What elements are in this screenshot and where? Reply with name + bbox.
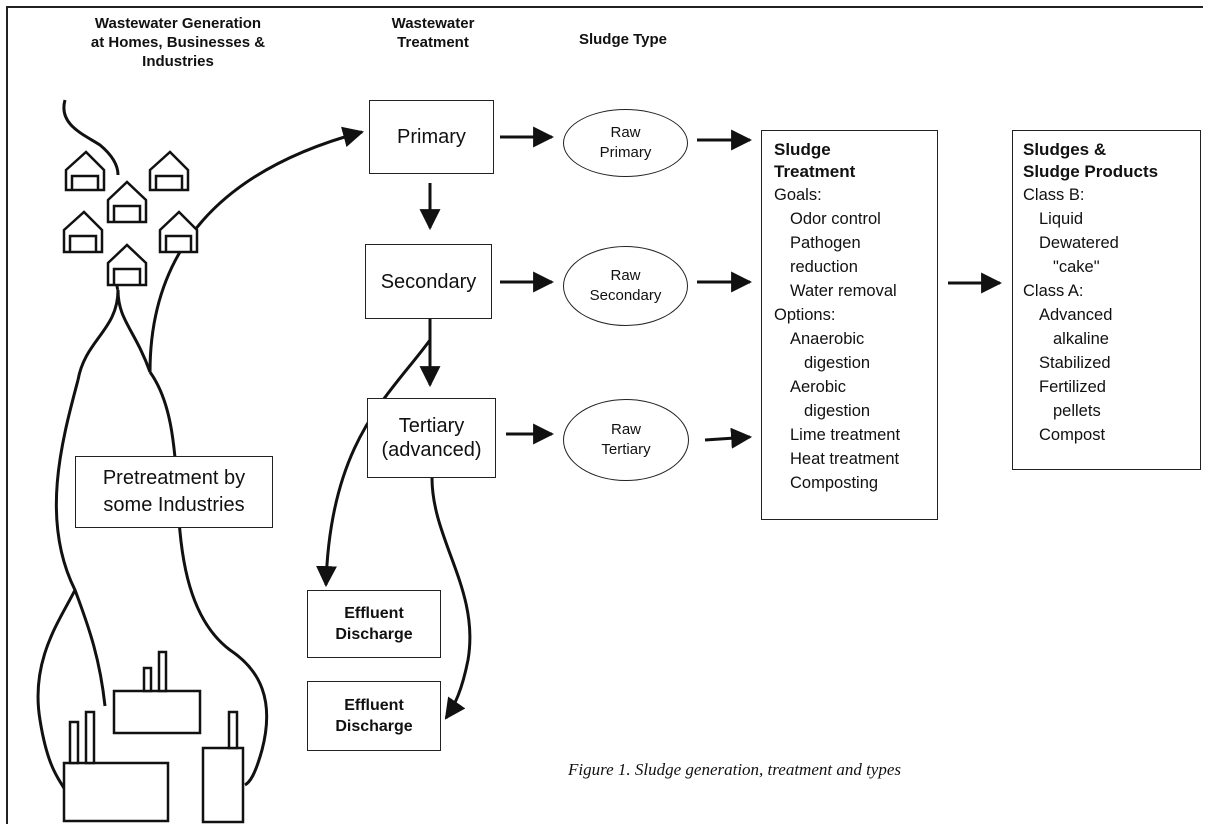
tertiary-sublabel: (advanced) [381,439,482,461]
goal-item: reduction [790,258,858,276]
class-a-item: Fertilized [1039,378,1106,396]
raw-tertiary-line2: Tertiary [601,441,651,458]
effluent-discharge-1: Effluent Discharge [307,590,441,658]
goals-label: Goals: [774,186,822,204]
class-a-item: pellets [1053,402,1101,420]
tertiary-to-effluent-arrow [430,477,472,720]
sludge-treatment-title-1: Sludge [774,140,831,159]
class-b-item: Liquid [1039,210,1084,228]
class-b-item: "cake" [1053,258,1100,276]
house-icon [106,243,148,287]
collection-outline [36,289,269,791]
class-a-item: Advanced [1039,306,1113,324]
secondary-to-effluent-arrow [316,339,432,588]
option-item: Lime treatment [790,426,901,444]
effluent-discharge-2: Effluent Discharge [307,681,441,751]
effluent-2-line1: Effluent [344,697,404,714]
option-item: Anaerobic [790,330,865,348]
smokestack-icon [68,720,80,765]
class-a-label: Class A: [1023,282,1084,300]
primary-stage: Primary [369,100,494,174]
class-a-item: Stabilized [1039,354,1111,372]
figure-caption: Figure 1. Sludge generation, treatment a… [568,760,902,779]
house-icon [64,150,106,192]
collection-to-primary-arrow [148,126,365,373]
products-title-2: Sludge Products [1023,162,1159,181]
pretreatment-line2: some Industries [103,494,245,516]
smokestack-icon [84,710,96,765]
option-item: Aerobic [790,378,846,396]
factory-icon [112,689,202,735]
pretreatment-line1: Pretreatment by [102,467,246,489]
header-treatment: Wastewater Treatment [391,15,475,51]
sludge-treatment-title-2: Treatment [774,162,856,181]
sludge-treatment-panel: Sludge Treatment Goals: Odor control Pat… [761,130,938,520]
house-icons [62,150,199,287]
sludge-products-panel: Sludges & Sludge Products Class B: Liqui… [1012,130,1201,470]
raw-tertiary-ellipse: Raw Tertiary [563,399,689,481]
header-sludge-type: Sludge Type [578,31,668,48]
house-icon [106,180,148,224]
wastewater-squiggle [62,99,120,176]
class-b-item: Dewatered [1039,234,1119,252]
option-item: Composting [790,474,879,492]
raw-primary-line2: Primary [599,144,652,161]
option-item: digestion [804,402,871,420]
raw-secondary-ellipse: Raw Secondary [563,246,688,326]
class-b-label: Class B: [1023,186,1085,204]
factory-icons [62,650,245,824]
raw-tertiary-to-treatment-arrow [704,427,753,449]
raw-primary-ellipse: Raw Primary [563,109,688,177]
smokestack-icon [157,650,168,693]
tertiary-stage: Tertiary (advanced) [367,398,496,478]
products-title-1: Sludges & [1023,140,1107,159]
option-item: Heat treatment [790,450,900,468]
options-label: Options: [774,306,836,324]
house-icon [148,150,190,192]
goal-item: Water removal [790,282,897,300]
raw-primary-line1: Raw [610,124,641,141]
tertiary-label: Tertiary [398,415,465,437]
factory-icon [62,761,170,823]
goal-item: Odor control [790,210,881,228]
pretreatment-box: Pretreatment by some Industries [75,456,273,528]
smokestack-icon [142,666,153,693]
house-icon [62,210,104,254]
header-generation: Wastewater Generation at Homes, Business… [90,15,266,70]
raw-secondary-line2: Secondary [589,287,662,304]
figure-frame [6,6,1203,824]
effluent-1-line2: Discharge [335,626,413,643]
class-a-item: alkaline [1053,330,1109,348]
raw-tertiary-line1: Raw [610,421,641,438]
goal-item: Pathogen [790,234,861,252]
class-a-item: Compost [1039,426,1106,444]
secondary-stage: Secondary [365,244,492,319]
effluent-2-line2: Discharge [335,718,413,735]
raw-secondary-line1: Raw [610,267,641,284]
option-item: digestion [804,354,871,372]
factory-icon [201,746,245,824]
effluent-1-line1: Effluent [344,605,404,622]
house-icon [158,210,199,254]
smokestack-icon [227,710,239,750]
